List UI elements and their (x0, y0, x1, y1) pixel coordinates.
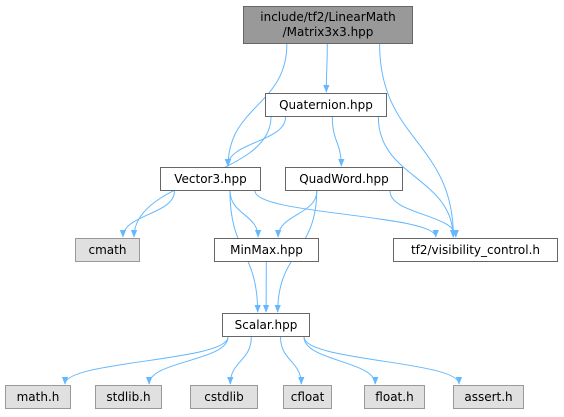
edge-quaternion-to-quadword (331, 116, 345, 167)
edge-quadword-to-minmax (274, 190, 318, 238)
edge-scalar-to-cstdlib (227, 336, 252, 385)
edge-root-to-visibility (379, 43, 457, 238)
node-label: assert.h (464, 389, 513, 404)
node-label: Vector3.hpp (174, 171, 247, 186)
node-math-h: math.h (5, 385, 71, 409)
node-label: Scalar.hpp (234, 317, 298, 332)
node-cmath: cmath (75, 238, 140, 262)
node-cstdlib: cstdlib (190, 385, 258, 409)
edge-scalar-to-cfloat (280, 336, 305, 385)
node-label: math.h (16, 389, 60, 404)
edge-scalar-to-stdlib_h (145, 336, 229, 385)
node-label: tf2/visibility_control.h (410, 242, 541, 257)
edge-vector3-to-visibility (254, 190, 439, 238)
edge-quaternion-to-visibility (377, 116, 457, 238)
node-quaternion-hpp[interactable]: Quaternion.hpp (265, 93, 387, 117)
edge-scalar-to-float_h (303, 336, 379, 385)
node-label: cfloat (290, 389, 325, 404)
node-label: stdlib.h (106, 389, 151, 404)
node-label: cmath (88, 242, 127, 257)
edge-quadword-to-visibility (389, 190, 459, 238)
node-scalar-hpp[interactable]: Scalar.hpp (222, 313, 310, 337)
node-label: float.h (375, 389, 414, 404)
node-minmax-hpp[interactable]: MinMax.hpp (214, 238, 319, 262)
node-cfloat: cfloat (283, 385, 332, 409)
edge-scalar-to-assert_h (303, 336, 463, 385)
node-label: Quaternion.hpp (279, 97, 373, 112)
edge-vector3-to-cmath (119, 190, 175, 238)
edge-root-to-vector3 (224, 43, 288, 167)
node-float-h: float.h (364, 385, 425, 409)
node-visibility-control-h: tf2/visibility_control.h (393, 238, 558, 262)
node-label: include/tf2/LinearMath /Matrix3x3.hpp (260, 10, 396, 39)
node-stdlib-h: stdlib.h (95, 385, 162, 409)
node-label: cstdlib (204, 389, 244, 404)
node-matrix3x3-hpp: include/tf2/LinearMath /Matrix3x3.hpp (243, 6, 413, 44)
node-quadword-hpp[interactable]: QuadWord.hpp (285, 167, 403, 191)
node-label: QuadWord.hpp (299, 171, 389, 186)
node-vector3-hpp[interactable]: Vector3.hpp (160, 167, 261, 191)
edge-scalar-to-math_h (61, 336, 229, 385)
node-label: MinMax.hpp (230, 242, 303, 257)
node-assert-h: assert.h (453, 385, 524, 409)
edge-quaternion-to-vector3 (224, 116, 287, 167)
edge-root-to-quaternion (323, 43, 330, 93)
edge-vector3-to-minmax (229, 190, 262, 238)
